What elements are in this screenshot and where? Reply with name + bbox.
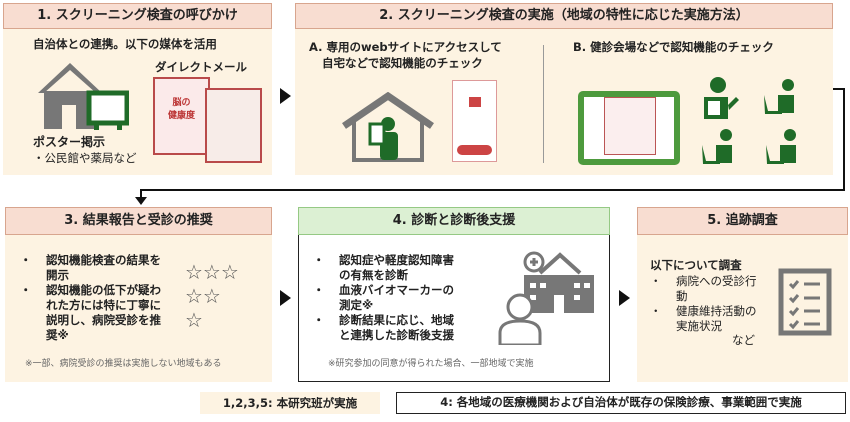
step3-list: 認知機能検査の結果を開示 認知機能の低下が疑われた方には特に丁寧に説明し、病院受… xyxy=(20,253,168,343)
people-laptop-icon xyxy=(702,77,796,164)
list-item: 認知機能検査の結果を開示 xyxy=(20,253,168,283)
arrow-right-icon xyxy=(280,88,291,104)
tablet-screen-flyer xyxy=(604,97,656,155)
checklist-icon xyxy=(778,268,832,336)
flyer-char: の xyxy=(181,98,191,108)
step4-header: 4. 診断と診断後支援 xyxy=(298,207,610,235)
list-item: 健康維持活動の実施状況 xyxy=(650,304,765,334)
footer-right: 4: 各地域の医療機関および自治体が既存の保険診療、事業範囲で実施 xyxy=(396,392,846,414)
flyer-char: 度 xyxy=(186,111,196,121)
flyer-char: 脳 xyxy=(172,98,182,108)
arrow-right-icon xyxy=(280,290,291,306)
flyer-char: 康 xyxy=(176,111,186,121)
step4-note: ※研究参加の同意が得られた場合、一部地域で実施 xyxy=(328,359,534,369)
step3-header: 3. 結果報告と受診の推奨 xyxy=(5,207,272,235)
step5-list: 病院への受診行動 健康維持活動の実施状況 xyxy=(650,274,765,334)
poster-sub: ・公民館や薬局など xyxy=(33,151,137,165)
list-item: 病院への受診行動 xyxy=(650,274,765,304)
step1-header: 1. スクリーニング検査の呼びかけ xyxy=(3,3,272,29)
step2-b-label: B. 健診会場などで認知機能のチェック xyxy=(573,40,774,54)
step1-subtitle: 自治体との連携。以下の媒体を活用 xyxy=(33,37,217,51)
list-item: 血液バイオマーカーの測定※ xyxy=(313,283,463,313)
divider xyxy=(543,45,544,163)
connector-line xyxy=(140,189,142,199)
dm-label: ダイレクトメール xyxy=(155,60,247,74)
stars-icon: ☆☆☆☆☆☆ xyxy=(185,260,239,332)
arrow-right-icon xyxy=(619,290,630,306)
flyer-button xyxy=(457,145,492,155)
web-flyer xyxy=(452,80,497,162)
home-tablet-icon xyxy=(342,92,434,162)
step3-note: ※一部、病院受診の推奨は実施しない地域もある xyxy=(25,359,222,369)
step5-tail: など xyxy=(732,333,755,347)
footer-left: 1,2,3,5: 本研究班が実施 xyxy=(200,392,380,414)
step4-list: 認知症や軽度認知障害の有無を診断 血液バイオマーカーの測定※ 診断結果に応じ、地… xyxy=(313,253,463,343)
connector-line xyxy=(843,88,845,191)
dm-flyer-front: 脳の健康度 xyxy=(153,77,210,155)
step2-a-line2: 自宅などで認知機能のチェック xyxy=(322,56,483,70)
house-poster-icon xyxy=(38,63,129,130)
connector-line xyxy=(140,189,845,191)
dm-flyer-back xyxy=(205,88,262,163)
flyer-logo xyxy=(468,97,481,107)
hospital-doctor-icon xyxy=(498,251,594,345)
tablet-icon xyxy=(578,91,680,165)
list-item: 認知機能の低下が疑われた方には特に丁寧に説明し、病院受診を推奨※ xyxy=(20,283,168,343)
poster-label: ポスター掲示 xyxy=(33,135,106,149)
connector-line xyxy=(833,88,845,90)
arrow-down-icon xyxy=(135,197,147,205)
list-item: 診断結果に応じ、地域と連携した診断後支援 xyxy=(313,313,463,343)
step2-a-line1: A. 専用のwebサイトにアクセスして xyxy=(309,40,502,54)
list-item: 認知症や軽度認知障害の有無を診断 xyxy=(313,253,463,283)
step2-header: 2. スクリーニング検査の実施（地域の特性に応じた実施方法） xyxy=(295,3,833,29)
step5-lead: 以下について調査 xyxy=(650,258,742,272)
flyer-char: 健 xyxy=(167,111,177,121)
step5-header: 5. 追跡調査 xyxy=(637,207,848,235)
